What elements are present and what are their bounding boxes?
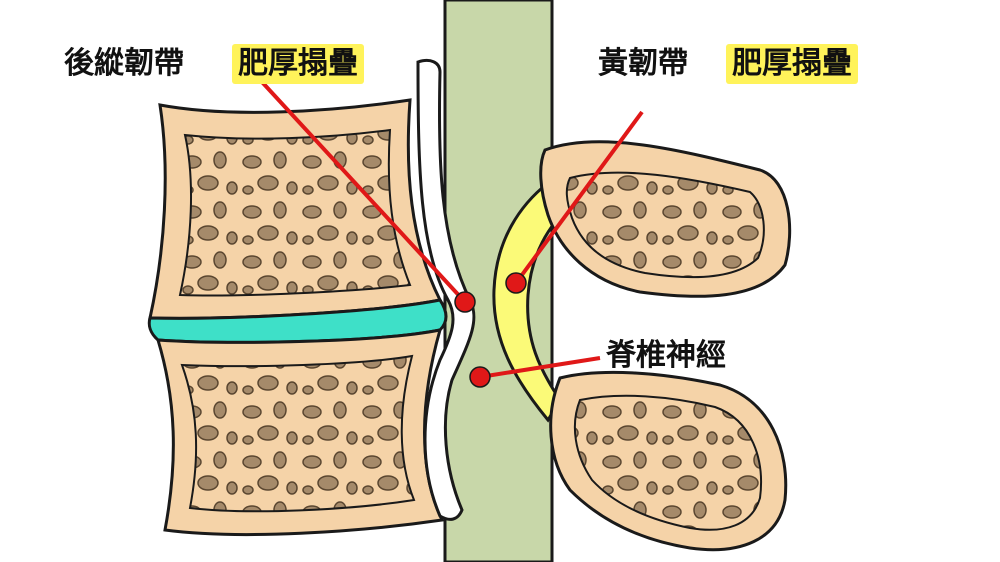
lower-vertebral-spongy-bone	[180, 354, 416, 513]
posterior-ligament-label: 後縱韌帶	[64, 46, 184, 81]
spinal-nerve-pointer-dot	[469, 366, 491, 388]
ligamentum-flavum-pointer-dot	[505, 272, 527, 294]
posterior-longitudinal-ligament	[416, 58, 476, 521]
ligamentum-flavum-note: 肥厚搨疊	[726, 44, 858, 84]
lower-articular-spongy-bone	[573, 394, 762, 531]
spinal-nerve-label: 脊椎神經	[606, 338, 726, 373]
posterior-ligament-pointer-dot	[454, 291, 476, 313]
upper-vertebral-spongy-bone	[178, 128, 412, 297]
posterior-ligament-pointer-line	[260, 80, 467, 304]
ligamentum-flavum-label: 黃韌帶	[598, 46, 688, 81]
spinal-nerve-pointer-line	[479, 356, 601, 379]
ligamentum-flavum-pointer-line	[514, 110, 644, 285]
posterior-ligament-note: 肥厚搨疊	[232, 44, 364, 84]
upper-articular-spongy-bone	[565, 171, 765, 279]
